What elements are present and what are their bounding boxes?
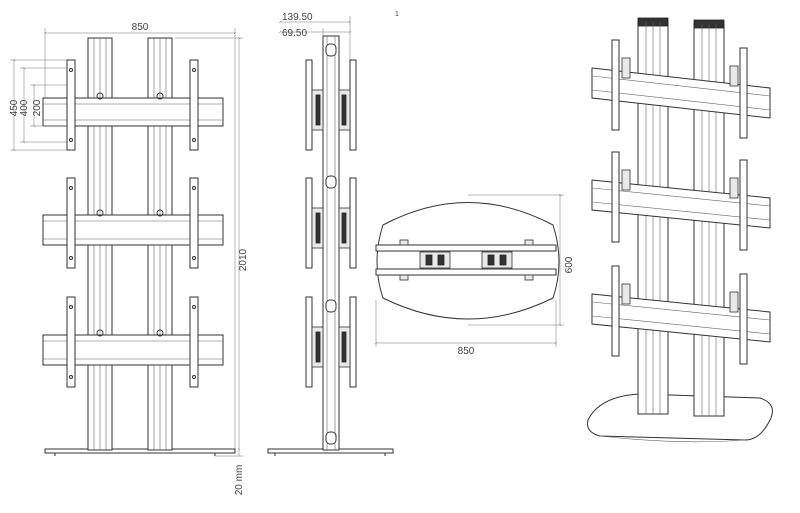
vesa-400-label: 400 xyxy=(19,99,30,116)
side-view: 139.50 69.50 1 xyxy=(267,11,399,456)
side-bracket-bottom xyxy=(305,296,357,388)
front-height-label: 2010 xyxy=(238,248,249,271)
vesa-450-label: 450 xyxy=(9,99,20,116)
floor-clearance-label: 20 mm xyxy=(234,465,245,496)
side-column xyxy=(322,35,340,451)
iso-mount-tier-bottom xyxy=(591,265,771,365)
iso-mount-tier-top xyxy=(591,39,771,139)
iso-base-plate xyxy=(587,393,773,441)
side-depth-outer-label: 139.50 xyxy=(282,12,313,23)
vesa-200-label: 200 xyxy=(32,99,43,116)
isometric-view xyxy=(587,17,773,443)
side-bracket-middle xyxy=(305,177,357,269)
top-view: 850 600 xyxy=(376,195,575,357)
top-base-depth-label: 600 xyxy=(564,256,575,273)
side-bracket-top xyxy=(305,59,357,151)
top-column-right xyxy=(481,251,513,269)
top-column-left xyxy=(419,251,451,269)
front-view: 850 450 400 200 2010 20 mm xyxy=(9,22,249,495)
iso-mount-tier-middle xyxy=(591,151,771,251)
base-plate-outline xyxy=(376,202,560,320)
front-mount-tier-top xyxy=(42,59,224,151)
side-depth-inner-label: 69.50 xyxy=(282,28,307,39)
front-mount-tier-bottom xyxy=(42,296,224,388)
stray-mark: 1 xyxy=(395,11,399,18)
front-mount-tier-middle xyxy=(42,177,224,269)
front-width-label: 850 xyxy=(132,22,149,33)
top-base-width-label: 850 xyxy=(458,346,475,357)
